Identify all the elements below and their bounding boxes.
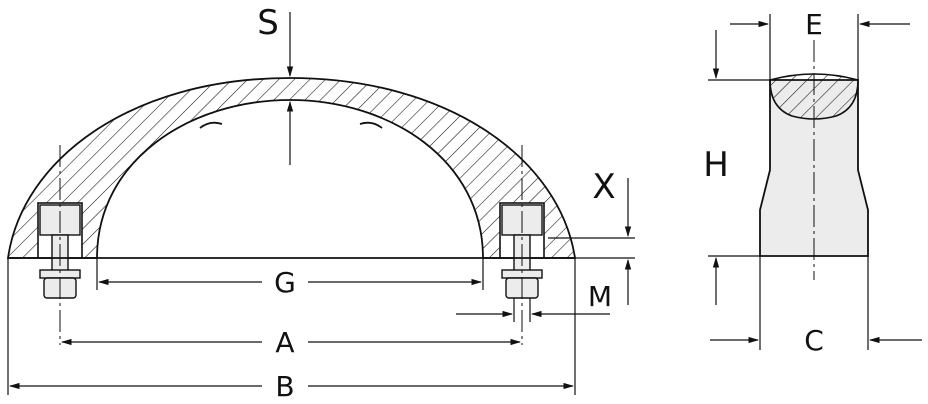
dim-s-label: S [257,3,279,43]
dim-e-label: E [805,8,823,41]
side-view: E H C [703,8,922,357]
dim-c-label: C [804,324,824,357]
dim-m-label: M [588,280,612,313]
dim-b-label: B [275,370,294,403]
side-cap-section [769,73,859,120]
dim-x-label: X [592,167,615,207]
dim-h-label: H [703,145,729,185]
handle-arch-section [6,77,577,259]
dim-g-label: G [274,266,296,299]
front-view: G A B S X M [6,3,635,403]
dim-a-label: A [275,326,294,359]
grip-bumps [199,121,383,129]
